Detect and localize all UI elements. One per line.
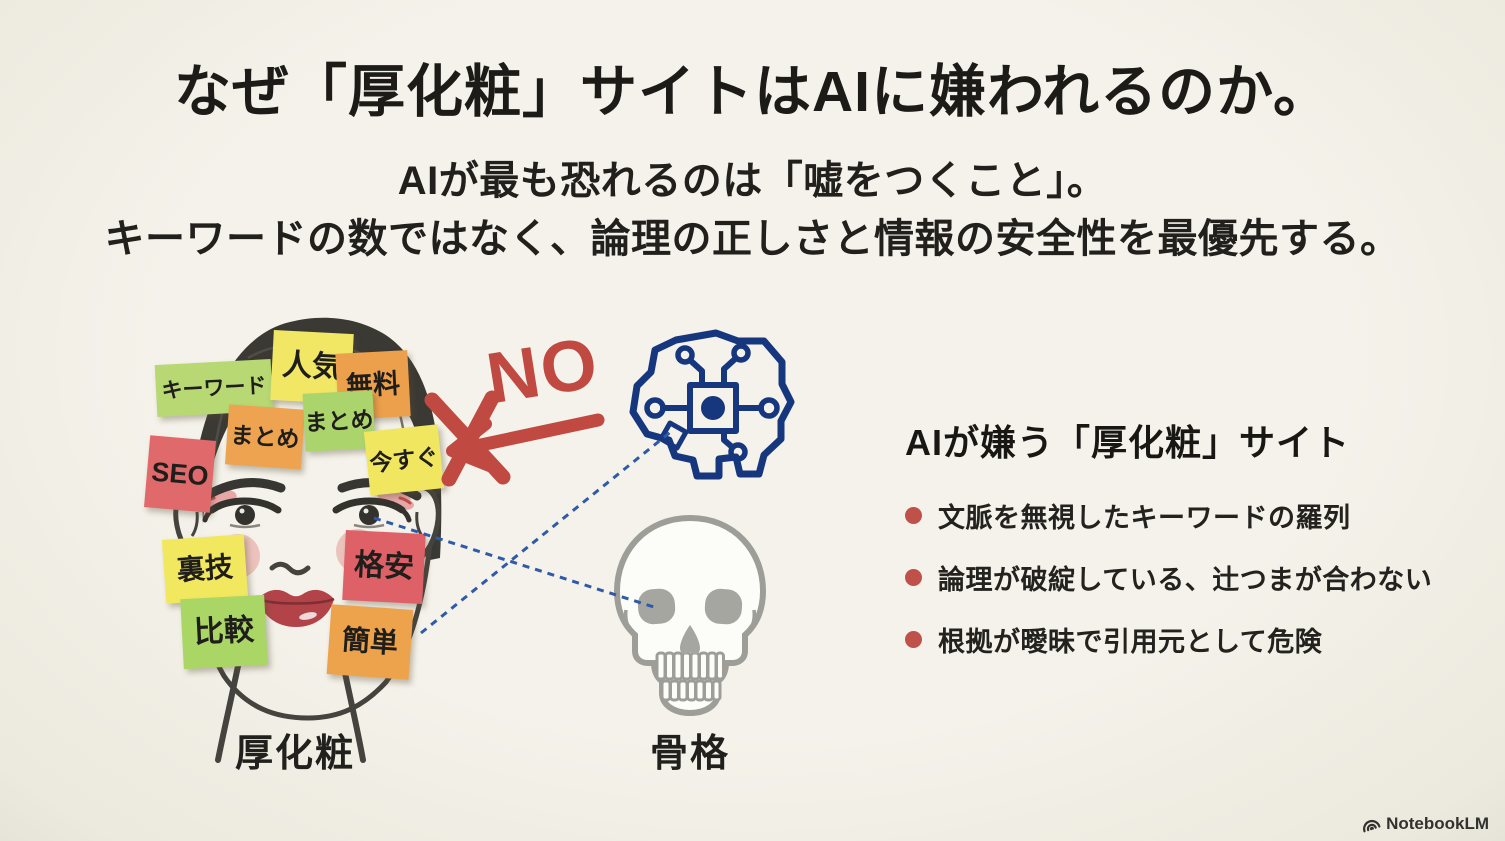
bullet-text: 論理が破綻している、辻つまが合わない [938,565,1433,595]
sticker-urawaza: 裏技 [161,534,249,604]
skull-eye-right [704,588,743,625]
brand-name: NotebookLM [1386,814,1489,833]
sticker-imasugu: 今すぐ [363,424,445,496]
page-title: なぜ「厚化粧」サイトはAIに嫌われるのか。 [173,60,1331,124]
subtitle-line-1: AIが最も恐れるのは「嘘をつくこと」。 [397,159,1108,203]
bullet-text: 文脈を無視したキーワードの羅列 [938,503,1351,533]
sticker-kakuyasu: 格安 [342,529,426,605]
bullet-item: 文脈を無視したキーワードの羅列 [905,496,1485,535]
sticker-hikaku: 比較 [180,594,268,670]
nose [269,561,311,576]
right-panel: AIが嫌う「厚化粧」サイト 文脈を無視したキーワードの羅列 論理が破綻している、… [905,414,1485,682]
sticker-matome-1: まとめ [224,404,306,470]
skull-eye-left [637,588,676,625]
lips [258,589,334,627]
eye-left [235,505,255,525]
caption-kokkaku: 骨格 [649,733,730,775]
brain-circuit-icon [629,329,795,480]
brand-footer: NotebookLM [1361,814,1489,834]
bullet-dot-icon [905,631,922,648]
bullet-text: 根拠が曖昧で引用元として危険 [938,627,1323,657]
skull-icon [613,514,767,717]
no-label: NO [481,322,605,420]
right-panel-heading: AIが嫌う「厚化粧」サイト [905,422,1351,463]
bullet-dot-icon [905,507,922,524]
bullet-item: 根拠が曖昧で引用元として危険 [905,620,1485,659]
sticker-seo: SEO [143,435,217,513]
caption-atsugesho: 厚化粧 [234,733,355,775]
notebooklm-logo-icon [1363,820,1381,833]
bullet-dot-icon [905,569,922,586]
bullet-item: 論理が破綻している、辻つまが合わない [905,558,1485,597]
skull-nose [680,625,700,655]
sticker-kantan: 簡単 [326,604,414,680]
eye-right [359,505,379,525]
eyebrow-left [201,478,286,501]
subtitle-line-2: キーワードの数ではなく、論理の正しさと情報の安全性を最優先する。 [104,217,1401,261]
